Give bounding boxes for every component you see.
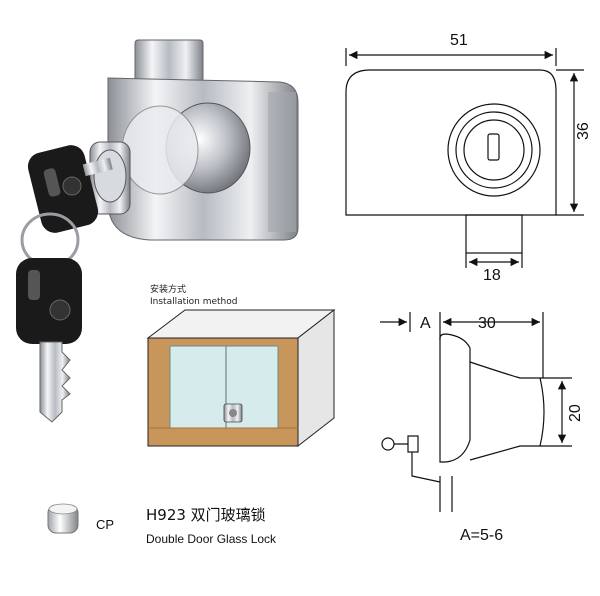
dim-depth-label: 30 [478,315,496,332]
key-upper [27,145,113,233]
lock-side-plate [268,92,296,232]
dim-cylinder-label: 18 [483,267,501,284]
key-blade-lower [39,341,71,423]
side-view [380,312,572,512]
installation-title-en: Installation method [150,297,237,307]
cylinder-inner-ring [463,119,525,181]
key-blade-upper [82,157,113,177]
lock-photo [89,39,299,241]
key-head-lower [16,258,82,344]
key-slot-lower [28,270,40,300]
installation-title-cn: 安装方式 [150,283,186,295]
screw-nut [407,435,419,453]
product-name-en: Double Door Glass Lock [146,532,277,546]
cylinder-outer-ring [447,103,541,197]
screw-head [381,437,395,451]
side-body-outline [439,333,471,463]
lock-tongue [134,39,204,83]
key-slot-upper [43,168,61,197]
knob-outline [469,361,545,461]
front-outline [345,69,557,216]
lock-ring [121,105,199,195]
dim-height-label: 36 [575,122,592,140]
a-range-label: A=5-6 [460,527,503,544]
cp-swatch-top [48,503,78,515]
tongue-outline [465,214,523,254]
cylinder-face [93,149,127,203]
key-lower [16,258,82,423]
product-model-title: H923 双门玻璃锁 [146,506,266,524]
mini-lock-key [229,409,237,417]
cylinder-mid-ring [455,111,533,189]
key-logo-lower [49,299,71,321]
keyhole [487,133,500,161]
installation-diagram [146,308,336,448]
dim-a-label: A [420,315,431,332]
front-view [345,48,584,268]
dim-knob-label: 20 [567,404,584,422]
key-logo-upper [62,176,82,196]
finish-code: CP [96,517,114,532]
dim-width-label: 51 [450,32,468,49]
